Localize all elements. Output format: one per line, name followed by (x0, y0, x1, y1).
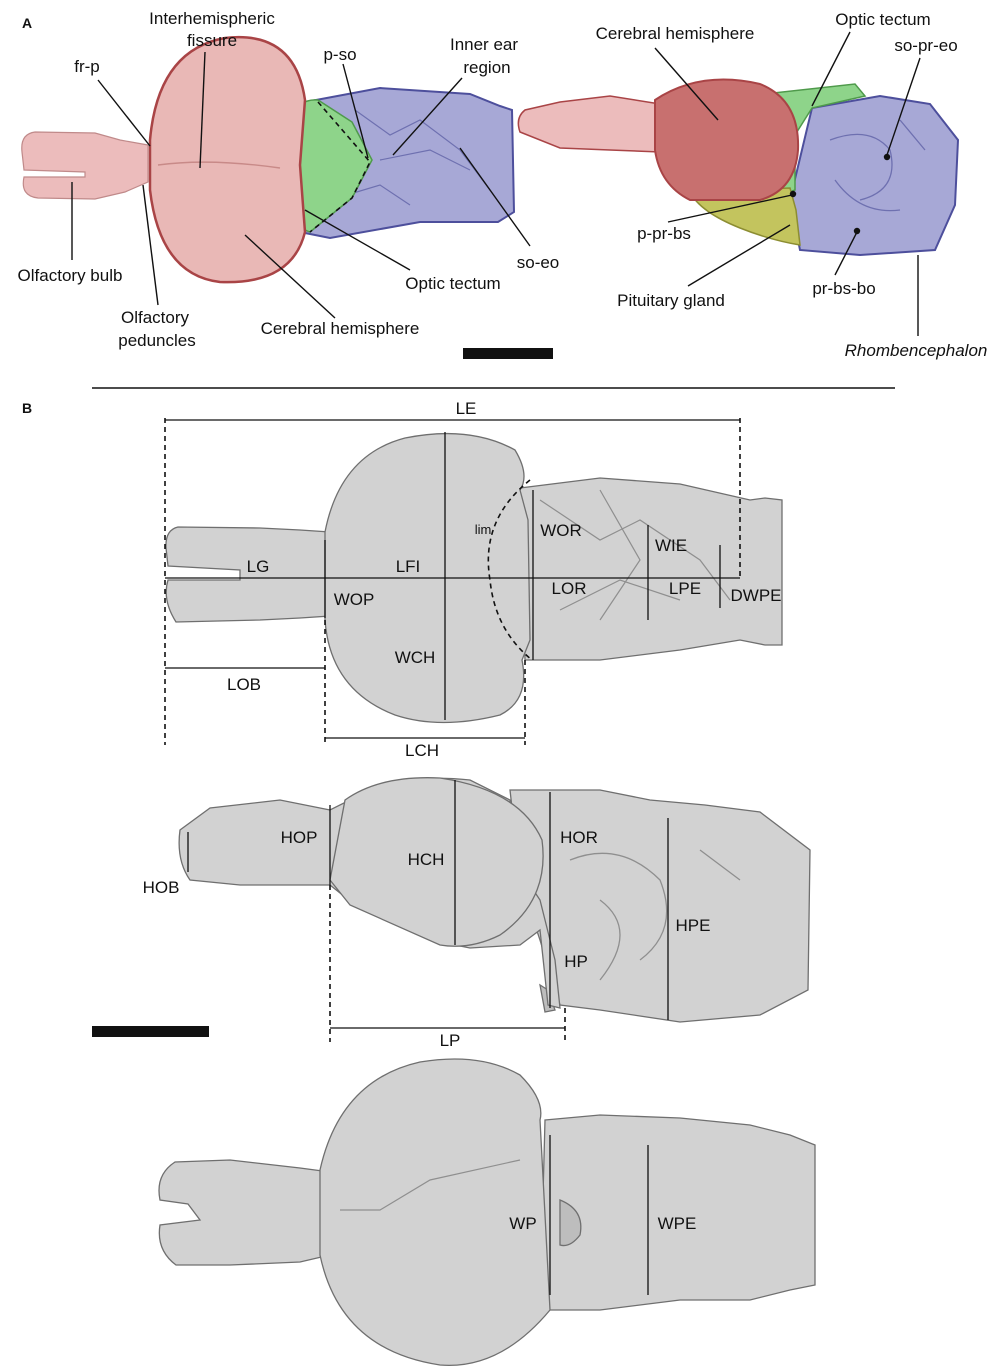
panel-label-a: A (22, 15, 32, 31)
label-DWPE: DWPE (731, 586, 782, 605)
label-p-so: p-so (323, 45, 356, 64)
rhombencephalon-lateral (790, 96, 958, 255)
label-WCH: WCH (395, 648, 436, 667)
scale-bar-b (92, 1026, 209, 1037)
label-pituitary-gland: Pituitary gland (617, 291, 725, 310)
label-LCH: LCH (405, 741, 439, 760)
label-cerebral-hemisphere-dorsal: Cerebral hemisphere (261, 319, 420, 338)
panel-label-b: B (22, 400, 32, 416)
label-fissure: fissure (187, 31, 237, 50)
label-inner-ear-1: Inner ear (450, 35, 518, 54)
label-HOR: HOR (560, 828, 598, 847)
label-WIE: WIE (655, 536, 687, 555)
scale-bar-a (463, 348, 553, 359)
label-cerebral-hemisphere-lateral: Cerebral hemisphere (596, 24, 755, 43)
label-p-pr-bs: p-pr-bs (637, 224, 691, 243)
label-HOP: HOP (281, 828, 318, 847)
label-HPE: HPE (676, 916, 711, 935)
label-WP: WP (509, 1214, 536, 1233)
label-HP: HP (564, 952, 588, 971)
label-pr-bs-bo: pr-bs-bo (812, 279, 875, 298)
label-so-eo: so-eo (517, 253, 560, 272)
label-fr-p: fr-p (74, 57, 100, 76)
lateral-colored-brain (518, 80, 958, 255)
label-olfactory-peduncles-1: Olfactory (121, 308, 190, 327)
label-HOB: HOB (143, 878, 180, 897)
lateral-grey-brain (179, 778, 810, 1022)
label-so-pr-eo: so-pr-eo (894, 36, 957, 55)
label-LE: LE (456, 399, 477, 418)
cerebral-hemisphere-lateral (655, 80, 798, 200)
label-LOB: LOB (227, 675, 261, 694)
label-optic-tectum-lateral: Optic tectum (835, 10, 930, 29)
label-optic-tectum-dorsal: Optic tectum (405, 274, 500, 293)
label-lim: lim (475, 522, 492, 537)
ventral-grey-brain (159, 1059, 815, 1365)
label-LPE: LPE (669, 579, 701, 598)
label-inner-ear-2: region (463, 58, 510, 77)
label-WOP: WOP (334, 590, 375, 609)
label-olfactory-bulb: Olfactory bulb (18, 266, 123, 285)
label-WOR: WOR (540, 521, 582, 540)
label-LP: LP (440, 1031, 461, 1050)
label-LOR: LOR (552, 579, 587, 598)
label-HCH: HCH (408, 850, 445, 869)
label-WPE: WPE (658, 1214, 697, 1233)
label-LG: LG (247, 557, 270, 576)
label-rhombencephalon: Rhombencephalon (845, 341, 988, 360)
label-LFI: LFI (396, 557, 421, 576)
olfactory-bulb-dorsal (22, 132, 148, 199)
olfactory-bulb-lateral (518, 96, 660, 152)
label-olfactory-peduncles-2: peduncles (118, 331, 196, 350)
label-interhemispheric: Interhemispheric (149, 9, 275, 28)
cerebral-hemisphere-dorsal (150, 37, 305, 282)
